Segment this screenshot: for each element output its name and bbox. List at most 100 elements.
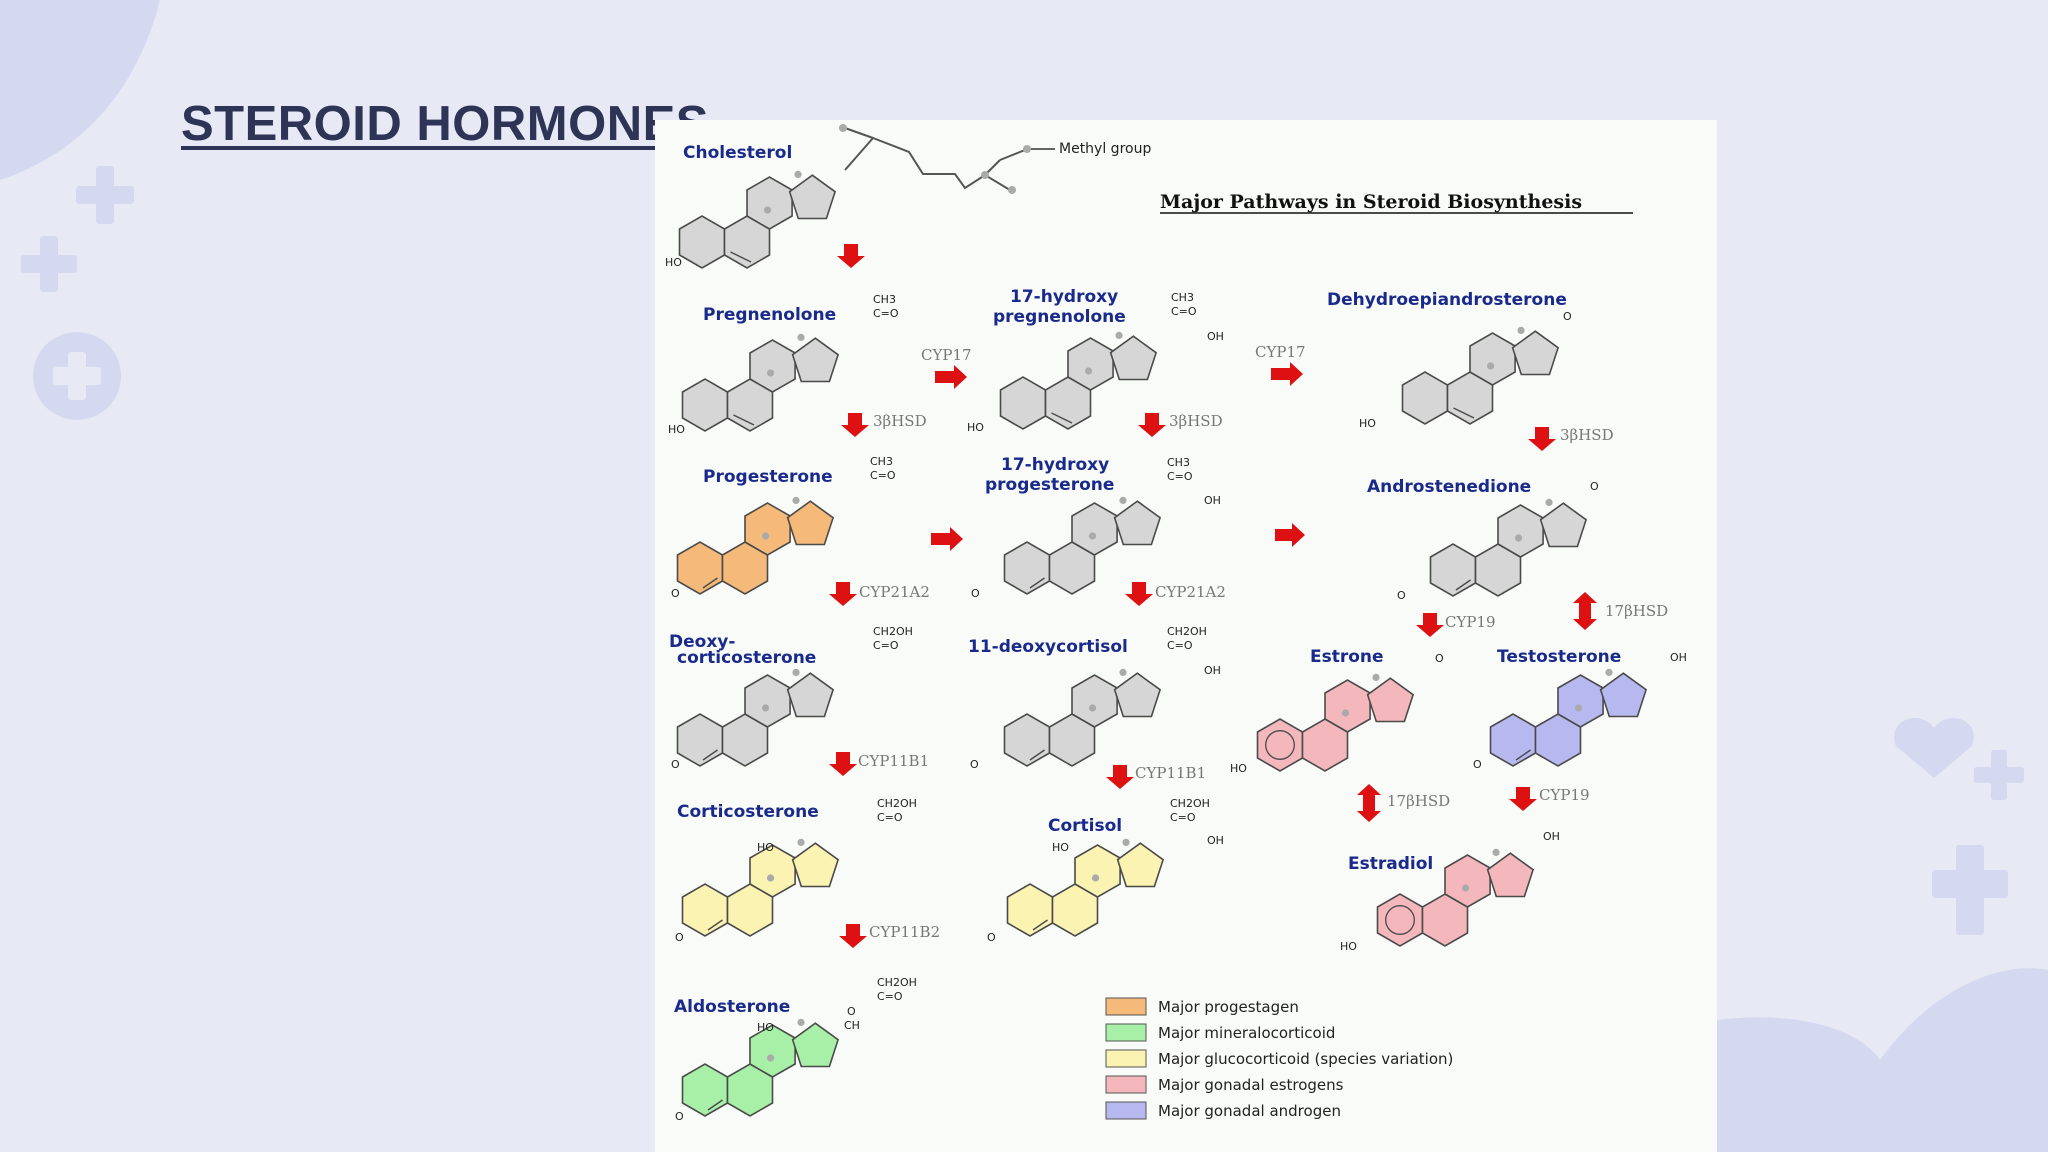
androstenedione-ring-d [1539, 502, 1588, 548]
arrow-estrone-estradiol [1357, 784, 1381, 822]
hydroxypregnenolone-ring-d [1109, 335, 1158, 381]
cortisol-group-co: C=O [1170, 811, 1196, 824]
compound-cholesterol: Cholesterol [683, 143, 792, 163]
estrone-methyl-dot [1372, 673, 1380, 682]
estradiol-ho: HO [1340, 940, 1357, 953]
hydroxypregnenolone-methyl-dot [1115, 331, 1123, 339]
compound-aldosterone: Aldosterone [674, 997, 790, 1017]
hydroxypregnenolone-structure [999, 331, 1158, 430]
enzyme-3b-hsd: 3βHSD [873, 412, 927, 430]
corticosterone-ring-a [681, 883, 729, 937]
progesterone-double-bond [702, 577, 718, 589]
hydroxyprogesterone-methyl-dot [1088, 532, 1097, 540]
cholesterol-ring-d [788, 174, 837, 220]
dhea-methyl-dot [1517, 326, 1525, 334]
methyl-dot [1023, 145, 1031, 153]
arrow-cholesterol-pregnenolone [837, 244, 865, 268]
compound-17-hydroxyprogesterone: 17-hydroxy [1001, 455, 1109, 475]
diagram-heading: Major Pathways in Steroid Biosynthesis [1160, 191, 1582, 213]
corner-blob-bottom-right [1717, 968, 2048, 1152]
estrone-ring-a [1256, 718, 1304, 772]
hydroxyprogesterone-structure [1003, 496, 1162, 595]
enzyme-cyp17: CYP17 [921, 346, 972, 364]
enzyme-17b-hsd: 17βHSD [1387, 792, 1450, 810]
hydroxyprogesterone-group-top: CH3 [1167, 456, 1190, 469]
methyl-dot [981, 171, 989, 179]
legend-swatch [1105, 1101, 1147, 1120]
arrow-dhea-androstenedione [1528, 427, 1556, 451]
testosterone-o: O [1473, 758, 1482, 771]
arrow-deoxycortisol-cortisol [1106, 765, 1134, 789]
compound-testosterone: Testosterone [1497, 647, 1621, 667]
estrone-o: O [1435, 652, 1444, 665]
deoxycortisol-group-top: CH2OH [1167, 625, 1207, 638]
corticosterone-ring-d [791, 842, 840, 888]
methyl-dot [839, 124, 847, 132]
corticosterone-methyl-dot [766, 874, 775, 882]
pregnenolone-group-co: C=O [873, 307, 899, 320]
cortisol-double-bond [1032, 919, 1048, 931]
aldosterone-structure [681, 1018, 840, 1117]
legend-label: Major mineralocorticoid [1158, 1024, 1335, 1042]
compound-deoxycorticosterone: Deoxy- [669, 632, 735, 652]
compound-progesterone: Progesterone [703, 467, 833, 487]
deoxycorticosterone-ring-d [786, 672, 835, 718]
hydroxypregnenolone-group-co: C=O [1171, 305, 1197, 318]
aldosterone-ring-a [681, 1063, 729, 1117]
legend-item: Major glucocorticoid (species variation) [1105, 1049, 1453, 1068]
estrone-structure [1256, 673, 1415, 772]
dhea-methyl-dot [1486, 362, 1495, 370]
deoxycortisol-group-co: C=O [1167, 639, 1193, 652]
slide-title: STEROID HORMONES [181, 97, 709, 151]
aldosterone-ring-d [791, 1022, 840, 1068]
enzyme-3b-hsd: 3βHSD [1560, 426, 1614, 444]
compound-deoxycorticosterone: corticosterone [677, 648, 816, 668]
compound-corticosterone: Corticosterone [677, 802, 819, 822]
plus-icon [21, 236, 77, 292]
progesterone-ring-d [786, 500, 835, 546]
enzyme-cyp17: CYP17 [1255, 343, 1306, 361]
arrow-androstenedione-estrone [1416, 613, 1444, 637]
deoxycorticosterone-methyl-dot [792, 668, 800, 677]
pregnenolone-double-bond [733, 414, 755, 426]
estradiol-structure [1376, 848, 1535, 947]
aldosterone-o2: O [675, 1110, 684, 1123]
legend-swatch [1105, 1049, 1147, 1068]
progesterone-group-co: C=O [870, 469, 896, 482]
enzyme-cyp21a2: CYP21A2 [1155, 583, 1226, 601]
enzyme-3b-hsd: 3βHSD [1169, 412, 1223, 430]
progesterone-methyl-dot [761, 532, 770, 540]
estradiol-oh: OH [1543, 830, 1560, 843]
aldosterone-ch: CH [844, 1019, 860, 1032]
arrow-17ohpreg-17ohprog [1138, 413, 1166, 437]
hydroxypregnenolone-group-top: CH3 [1171, 291, 1194, 304]
enzyme-cyp19: CYP19 [1539, 786, 1590, 804]
cholesterol-double-bond [730, 251, 752, 263]
corticosterone-ho: HO [757, 841, 774, 854]
aldosterone-o: O [847, 1005, 856, 1018]
testosterone-ring-d [1599, 672, 1648, 718]
hydroxyprogesterone-group-co: C=O [1167, 470, 1193, 483]
hydroxyprogesterone-ring-a [1003, 541, 1051, 595]
cortisol-o: O [987, 931, 996, 944]
methyl-dot [1008, 186, 1016, 194]
androstenedione-structure [1429, 498, 1588, 597]
aldosterone-methyl-dot [797, 1018, 805, 1026]
enzyme-cyp11b1: CYP11B1 [1135, 764, 1206, 782]
deoxycorticosterone-group-co: C=O [873, 639, 899, 652]
legend-item: Major mineralocorticoid [1105, 1023, 1335, 1042]
estradiol-ring-d [1486, 852, 1535, 898]
aldosterone-group-top: CH2OH [877, 976, 917, 989]
cholesterol-methyl-dot [794, 170, 802, 178]
cholesterol-ring-a [678, 215, 726, 269]
progesterone-group-top: CH3 [870, 455, 893, 468]
corticosterone-double-bond [707, 919, 723, 931]
deoxycorticosterone-double-bond [702, 749, 718, 761]
legend-label: Major progestagen [1158, 998, 1299, 1016]
legend-item: Major gonadal estrogens [1105, 1075, 1344, 1094]
cortisol-ring-d [1116, 842, 1165, 888]
dhea-o: O [1563, 310, 1572, 323]
steroid-pathway-figure: Major Pathways in Steroid Biosynthesis M… [655, 120, 1717, 1152]
labels: CholesterolPregnenolone17-hydroxypregnen… [665, 143, 1687, 1123]
